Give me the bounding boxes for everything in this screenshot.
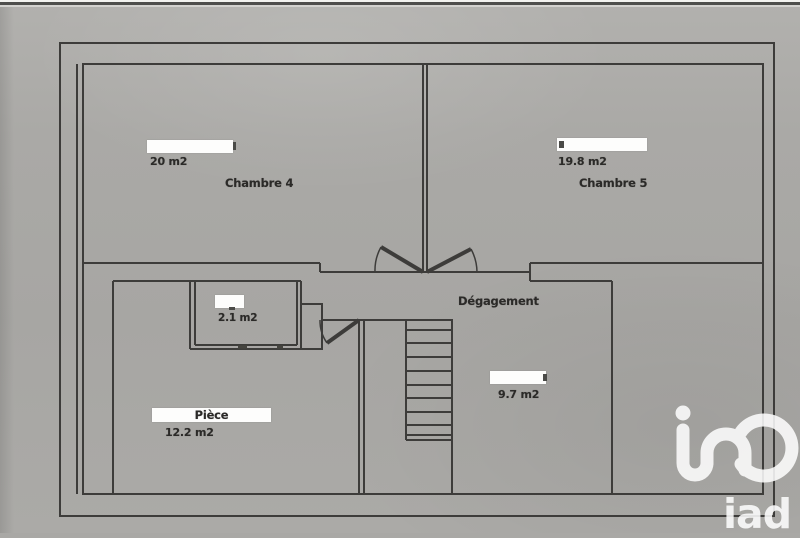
redaction-box-chambre4: [147, 140, 233, 153]
redaction-box-chambre5: [557, 138, 647, 151]
scan-edge-strip: [0, 5, 800, 7]
area-label-chambre5: 19.8 m2: [558, 155, 607, 168]
room-label-piece: Pièce: [194, 408, 229, 422]
redaction-mark: [229, 307, 235, 310]
exterior-walls: [59, 42, 775, 517]
redaction-box-closet: [215, 295, 244, 308]
scan-edge-strip: [0, 2, 800, 5]
area-label-piece: 12.2 m2: [165, 426, 214, 439]
redaction-mark: [543, 374, 547, 381]
room-label-degagement: Dégagement: [458, 294, 539, 308]
door-swing-stairwell: [319, 318, 361, 345]
interior-walls: [83, 64, 763, 494]
redaction-mark: [233, 142, 236, 150]
door-swing-chambre4: [374, 245, 425, 274]
area-label-closet: 2.1 m2: [218, 312, 258, 324]
redaction-box-piece: Pièce: [152, 408, 271, 422]
door-swing-chambre5: [426, 247, 478, 274]
redaction-mark: [559, 141, 564, 148]
iad-wordmark: iad: [723, 490, 792, 538]
stairs: [322, 319, 453, 494]
iad-logo-icon: [675, 405, 799, 483]
room-label-chambre5: Chambre 5: [579, 176, 648, 190]
room-label-chambre4: Chambre 4: [225, 176, 294, 190]
area-label-room-right: 9.7 m2: [498, 388, 540, 401]
area-label-chambre4: 20 m2: [150, 155, 188, 168]
scan-edge-strip: [0, 0, 800, 2]
redaction-box-room-right: [490, 371, 546, 384]
